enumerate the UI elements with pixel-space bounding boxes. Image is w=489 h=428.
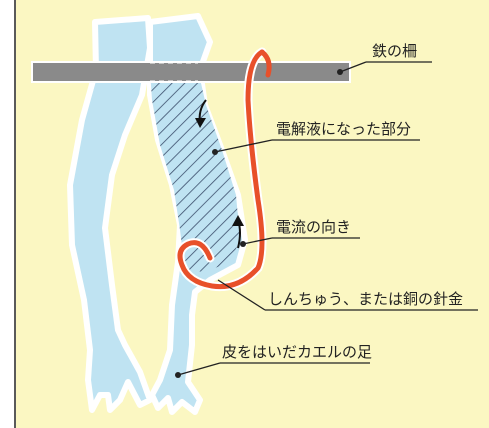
leader-iron-bar (337, 62, 432, 75)
label-brass-or-copper-wire: しんちゅう、または銅の針金 (268, 290, 463, 308)
label-current-direction: 電流の向き (276, 218, 351, 236)
iron-bar (32, 62, 350, 82)
label-iron-bar: 鉄の柵 (372, 42, 417, 60)
leader-frog-leg (175, 363, 370, 378)
leader-electrolyte (212, 140, 420, 155)
label-frog-leg: 皮をはいだカエルの足 (222, 343, 372, 361)
label-electrolyte-part: 電解液になった部分 (276, 120, 411, 138)
